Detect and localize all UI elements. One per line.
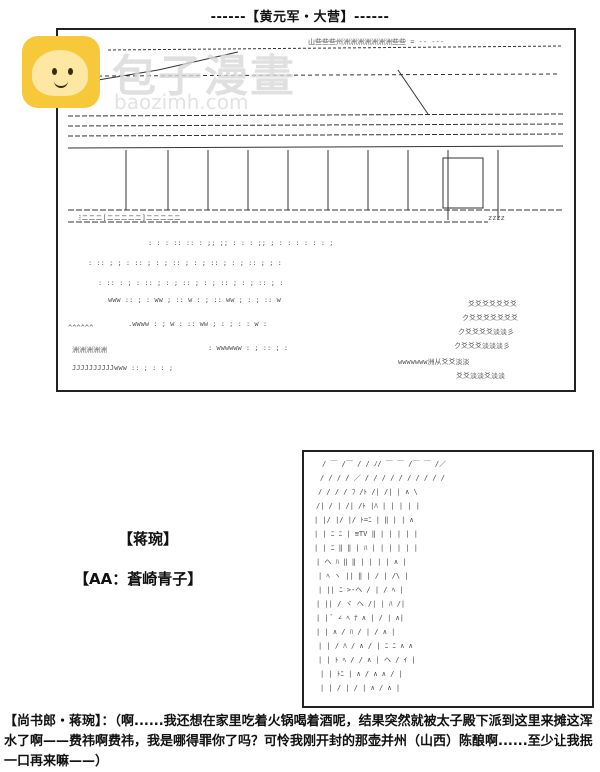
- svg-text:| ﾍ ヽ || ‖ | / | /\ |: | ﾍ ヽ || ‖ | / | /\ |: [318, 572, 409, 580]
- portrait-ascii-art: / ￣ /￣ / / ﾉ/ ￣ ￣ /￣ ￣ /／ / / / / ／ / / …: [314, 459, 446, 692]
- camp-scene-panel: 山些些些州洲洲洲洲洲洲洲些些 = -- --- ====< ﾐニニニ[ニニニニニ…: [56, 28, 576, 392]
- scene-title: ------【黄元军・大营】------: [210, 10, 390, 25]
- svg-text:| || ﾆ >-ヘ / | / ﾍ |: | || ﾆ >-ヘ / | / ﾍ |: [318, 586, 404, 594]
- svg-text:.wwww : ; w : :: ww ; :: .wwww : ; w : :: ww ; : ; : : w :: [128, 320, 267, 328]
- svg-text:| | ﾞ ∠ ﾍ ﾅ ∧ | / | ∧|: | | ﾞ ∠ ﾍ ﾅ ∧ | / | ∧|: [316, 614, 404, 622]
- svg-text:| | ﾆ ﾆ | ≡TV ‖ | | | | |: | | ﾆ ﾆ | ≡TV ‖ | | | | |: [314, 530, 418, 538]
- svg-text:: :: : ; : :: ; : ; :: : :: : ; : :: ; : ; :: ; : ; :: ; : ; ::…: [98, 279, 283, 287]
- svg-text:/ / / / ﾌ /ﾄ /| /| | ∧ \: / / / / ﾌ /ﾄ /| /| | ∧ \: [318, 488, 418, 496]
- mascot-eye-right: [68, 68, 73, 75]
- svg-text:| | ﾆ ‖ ‖ | ﾊ | | | | | |: | | ﾆ ‖ ‖ | ﾊ | | | | | |: [314, 544, 418, 552]
- watermark-url: baozimh.com: [114, 90, 249, 114]
- character-name: 【蒋琬】: [118, 530, 179, 548]
- svg-text:ク爻爻爻爻淡淡彡: ク爻爻爻爻淡淡彡: [458, 328, 514, 336]
- svg-text:洲洲洲洲洲: 洲洲洲洲洲: [72, 346, 107, 354]
- svg-text:/| / | /| /ﾄ |ﾊ | | | | |: /| / | /| /ﾄ |ﾊ | | | | |: [316, 502, 420, 510]
- svg-text:: :: ; ; : :: ; : ; :: : :: ; ; : :: ; : ; :: ; : ; :: ; : ; ::…: [88, 259, 282, 267]
- character-portrait-panel: / ￣ /￣ / / ﾉ/ ￣ ￣ /￣ ￣ /／ / / / / ／ / / …: [302, 450, 594, 708]
- bun-mascot-icon: [32, 50, 88, 96]
- svg-text:/ ￣ /￣ / / ﾉ/ ￣ ￣ /￣ ￣ /／: / ￣ /￣ / / ﾉ/ ￣ ￣ /￣ ￣ /／: [322, 459, 446, 468]
- svg-text:wwwwwww洲从爻爻淡淡: wwwwwww洲从爻爻淡淡: [398, 358, 470, 366]
- svg-text:^^^^^^: ^^^^^^: [68, 324, 93, 332]
- svg-text:ﾐニニニ[ニニニニニ]ニニニニニ: ﾐニニニ[ニニニニニ]ニニニニニ: [78, 214, 181, 222]
- svg-text:爻爻淡淡爻淡淡: 爻爻淡淡爻淡淡: [456, 372, 505, 380]
- svg-text:| | ﾄ ﾍ / / ∧ | ヘ / ｲ |: | | ﾄ ﾍ / / ∧ | ヘ / ｲ |: [318, 656, 416, 664]
- svg-text:: wwwwww : ; :: ; :: : wwwwww : ; :: ; :: [208, 344, 288, 352]
- svg-text:JJJJJJJJJJwww :: ; : : ;: JJJJJJJJJJwww :: ; : : ;: [72, 364, 173, 372]
- mascot-eye-left: [52, 68, 57, 75]
- svg-text:www :: ; : ww ; :: w :: www :: ; : ww ; :: w : ; :: ww ; : ; :: …: [108, 296, 282, 304]
- svg-text:| | ∧ / ﾊ / | / ∧ |: | | ∧ / ﾊ / | / ∧ |: [316, 628, 395, 636]
- svg-text:爻爻爻爻爻爻爻: 爻爻爻爻爻爻爻: [468, 300, 517, 308]
- site-logo: [22, 36, 100, 108]
- svg-text:| || / ヾ ヘ /| | ﾊ /|: | || / ヾ ヘ /| | ﾊ /|: [316, 600, 405, 608]
- aa-credit: 【AA：蒼崎青子】: [74, 570, 203, 588]
- svg-text:zzzz: zzzz: [488, 214, 505, 222]
- svg-text:ク爻爻爻淡淡淡彡: ク爻爻爻淡淡淡彡: [454, 342, 510, 350]
- svg-text:/ / / / ／ / / / / / / / / / /: / / / / ／ / / / / / / / / / /: [320, 474, 445, 482]
- camp-ascii-art: 山些些些州洲洲洲洲洲洲洲些些 = -- --- ====< ﾐニニニ[ニニニニニ…: [67, 37, 564, 380]
- svg-text:| | / ﾊ / ∧ / | ﾆ ﾆ ∧ ∧: | | / ﾊ / ∧ / | ﾆ ﾆ ∧ ∧: [318, 642, 413, 650]
- svg-text:: : : :: :: : ;; ;; :: : : : :: :: : ;; ;; : : : ;; ; : : : : :…: [148, 239, 333, 247]
- svg-text:| | ﾄﾆ | ∧ / ∧ ∧ / |: | | ﾄﾆ | ∧ / ∧ ∧ / |: [320, 670, 403, 678]
- svg-text:| ヘ ﾊ ‖ ‖ | | | | ∧ |: | ヘ ﾊ ‖ ‖ | | | | ∧ |: [316, 558, 407, 566]
- watermark-brand: 包子漫畫: [112, 51, 296, 102]
- svg-text:| | / | / | ∧ / ∧ |: | | / | / | ∧ / ∧ |: [320, 684, 400, 692]
- svg-text:| |/ |/ |/ ﾄ=ﾆ | ‖ | | ∧: | |/ |/ |/ ﾄ=ﾆ | ‖ | | ∧: [314, 516, 414, 524]
- svg-text:山些些些州洲洲洲洲洲洲洲些些 = -- ---: 山些些些州洲洲洲洲洲洲洲些些 = -- ---: [308, 37, 444, 46]
- dialogue-text: 【尚书郎・蒋琬】：（啊......我还想在家里吃着火锅喝着酒呢，结果突然就被太子…: [4, 714, 593, 769]
- mascot-mouth: [54, 80, 68, 88]
- svg-text:ク爻爻爻爻爻爻爻: ク爻爻爻爻爻爻爻: [462, 314, 518, 322]
